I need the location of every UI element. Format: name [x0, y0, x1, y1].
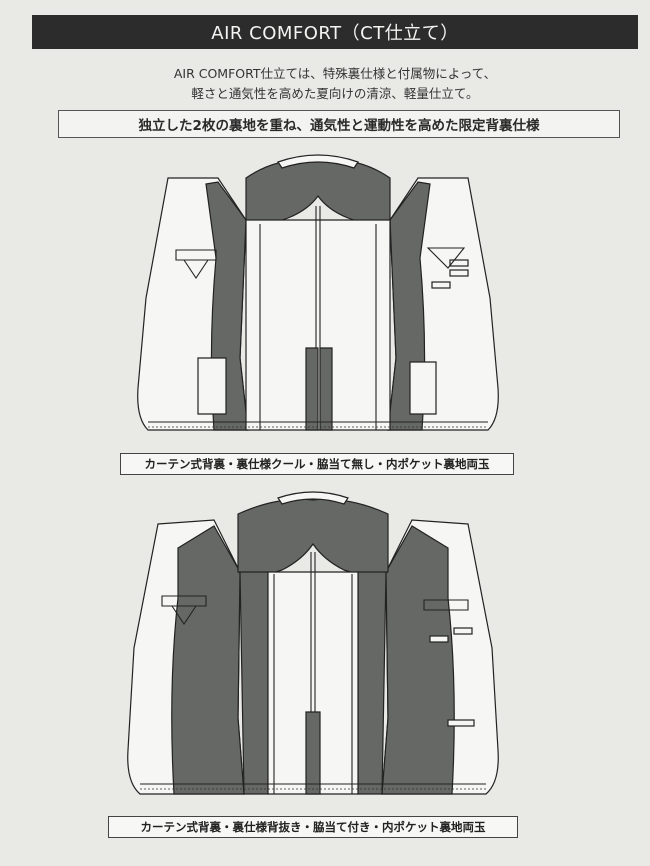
right-side-panel — [357, 571, 387, 795]
jacket-diagram-half-lining — [118, 488, 508, 810]
diagram-caption-2: カーテン式背裏・裏仕様背抜き・脇当て付き・内ポケット裏地両玉 — [108, 816, 518, 838]
collar-tape — [277, 154, 359, 169]
right-inner-pocket — [431, 281, 451, 289]
back-yoke — [245, 158, 391, 224]
feature-heading: 独立した2枚の裏地を重ね、通気性と運動性を高めた限定背裏仕様 — [58, 110, 620, 138]
intro-text: AIR COMFORT仕立ては、特殊裏仕様と付属物によって、 軽さと通気性を高め… — [40, 64, 630, 104]
left-breast-pocket — [175, 249, 217, 261]
intro-line-2: 軽さと通気性を高めた夏向けの清涼、軽量仕立て。 — [191, 86, 479, 101]
left-lower-pocket — [197, 357, 227, 415]
center-vent — [305, 347, 319, 431]
right-ticket-pocket — [447, 719, 475, 727]
left-side-panel — [239, 571, 269, 795]
feature-heading-text: 独立した2枚の裏地を重ね、通気性と運動性を高めた限定背裏仕様 — [138, 118, 540, 134]
right-facing — [381, 525, 455, 795]
diagram-caption-1: カーテン式背裏・裏仕様クール・脇当て無し・内ポケット裏地両玉 — [120, 453, 514, 475]
back-lining — [245, 219, 391, 431]
open-back — [267, 571, 359, 795]
right-breast-pocket — [423, 599, 469, 611]
left-facing — [171, 525, 245, 795]
page-title: AIR COMFORT（CT仕立て） — [211, 23, 459, 44]
back-yoke — [237, 498, 389, 576]
jacket-diagram-cool-lining — [128, 148, 508, 448]
title-bar: AIR COMFORT（CT仕立て） — [32, 15, 638, 49]
center-vent — [305, 711, 321, 795]
diagram-caption-1-text: カーテン式背裏・裏仕様クール・脇当て無し・内ポケット裏地両玉 — [144, 457, 490, 471]
intro-line-1: AIR COMFORT仕立ては、特殊裏仕様と付属物によって、 — [173, 66, 497, 81]
collar-tape — [277, 491, 349, 505]
diagram-caption-2-text: カーテン式背裏・裏仕様背抜き・脇当て付き・内ポケット裏地両玉 — [140, 820, 486, 834]
left-breast-pocket — [161, 595, 207, 607]
right-inner-pocket — [429, 635, 449, 643]
right-lower-pocket — [409, 361, 437, 415]
